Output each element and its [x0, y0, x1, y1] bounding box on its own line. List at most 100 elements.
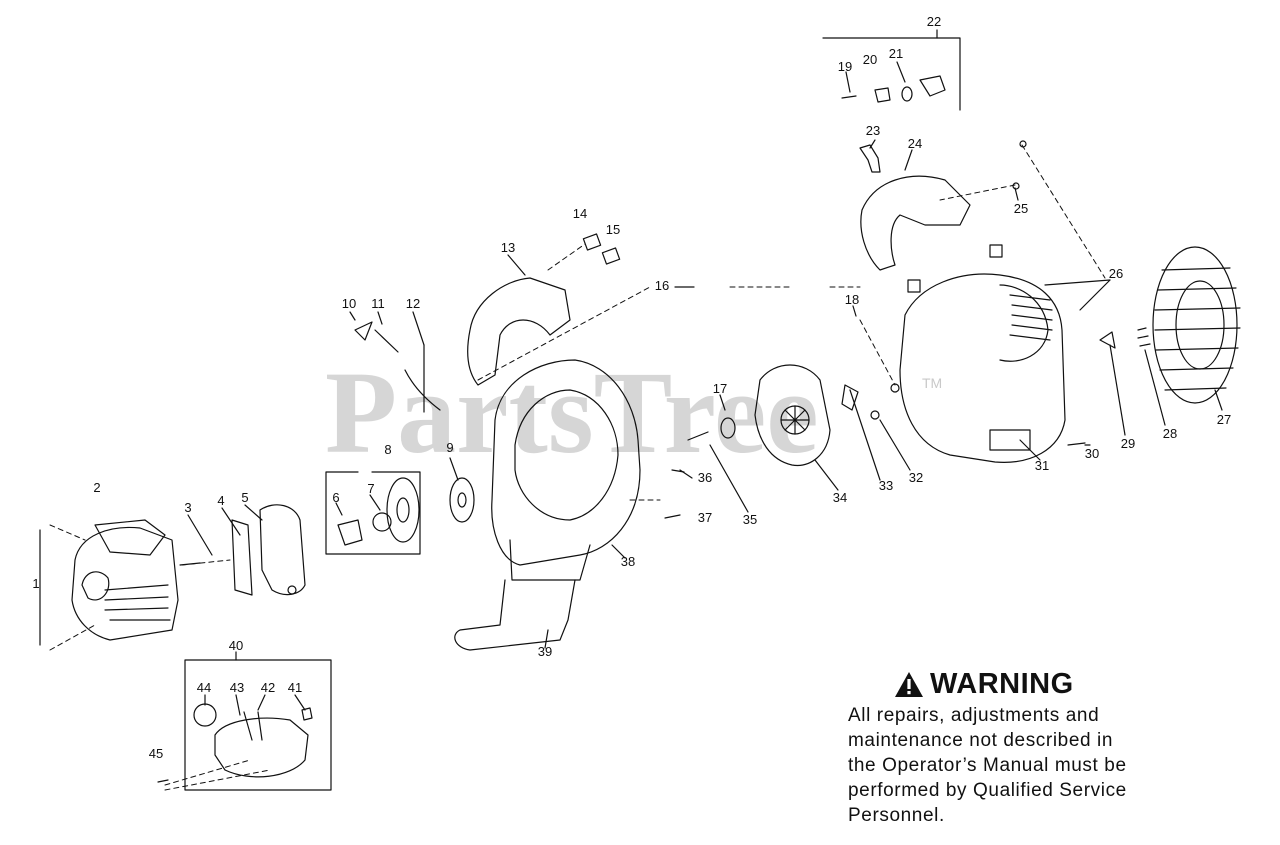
- callout-6: 6: [332, 490, 339, 505]
- throttle-linkage: [354, 321, 441, 411]
- clip-28: [1137, 327, 1151, 347]
- leader-3: [187, 514, 213, 556]
- pin-19: [841, 95, 857, 99]
- callout-37: 37: [698, 510, 712, 525]
- fan-housing-part: [899, 273, 1066, 463]
- washer-18: [890, 383, 900, 393]
- bolt-37: [664, 514, 681, 519]
- warning-line: performed by Qualified Service: [848, 780, 1127, 801]
- guide-line-45b: [164, 769, 271, 791]
- screw-part: [179, 562, 201, 566]
- engine-cover-part: [71, 519, 179, 641]
- callout-39: 39: [538, 644, 552, 659]
- shaft-part: [687, 431, 709, 441]
- leader-7: [369, 494, 381, 511]
- callout-14: 14: [573, 206, 587, 221]
- leader-25: [1014, 187, 1019, 201]
- leader-5: [244, 504, 263, 521]
- leader-19: [845, 71, 851, 93]
- callout-8: 8: [384, 442, 391, 457]
- leader-34: [814, 459, 839, 491]
- screw-25: [1012, 182, 1020, 190]
- grommet-21: [901, 86, 913, 102]
- callout-34: 34: [833, 490, 847, 505]
- screw-26top: [1019, 140, 1027, 148]
- warning-line: maintenance not described in: [848, 730, 1114, 751]
- callout-1: 1: [32, 576, 39, 591]
- screw-30: [1067, 442, 1086, 446]
- guide-line-1a: [49, 524, 86, 541]
- warning-header: WARNING: [894, 668, 1248, 701]
- callout-7: 7: [367, 481, 374, 496]
- callout-18: 18: [845, 292, 859, 307]
- bolt-36: [671, 469, 685, 473]
- latch-22: [919, 75, 946, 97]
- watermark-trademark: TM: [922, 375, 942, 391]
- callout-20: 20: [863, 52, 877, 67]
- leader-10: [349, 311, 356, 321]
- guide-line-26b: [939, 184, 1016, 201]
- group-bracket-22: [822, 37, 961, 111]
- callout-10: 10: [342, 296, 356, 311]
- leader-32: [879, 419, 911, 471]
- callout-26: 26: [1109, 266, 1123, 281]
- fastener-23: [859, 144, 881, 173]
- callout-36: 36: [698, 470, 712, 485]
- group-box-40: [184, 659, 332, 791]
- callout-28: 28: [1163, 426, 1177, 441]
- callout-21: 21: [889, 46, 903, 61]
- guide-line-26a: [1021, 144, 1106, 279]
- callout-5: 5: [241, 490, 248, 505]
- handle-part: [467, 277, 571, 386]
- leader-17: [719, 394, 726, 411]
- warning-notice: WARNING All repairs, adjustments and mai…: [848, 668, 1248, 828]
- air-filter-assembly: [193, 703, 313, 778]
- bolt-26b: [907, 279, 921, 293]
- warning-title: WARNING: [930, 668, 1074, 700]
- warning-line: All repairs, adjustments and: [848, 705, 1100, 726]
- callout-2: 2: [93, 480, 100, 495]
- callout-4: 4: [217, 493, 224, 508]
- callout-19: 19: [838, 59, 852, 74]
- guide-line-18: [859, 319, 896, 386]
- leader-38: [611, 544, 626, 559]
- leader-4: [221, 507, 241, 536]
- flywheel-part: [1152, 246, 1241, 404]
- leader-18: [852, 305, 857, 317]
- spacer-part: [720, 417, 736, 439]
- callout-29: 29: [1121, 436, 1135, 451]
- leader-35: [709, 444, 749, 513]
- screw-45: [157, 779, 169, 783]
- callout-25: 25: [1014, 201, 1028, 216]
- leader-6: [335, 502, 343, 516]
- gasket-part: [231, 519, 253, 596]
- callout-16: 16: [655, 278, 669, 293]
- callout-38: 38: [621, 554, 635, 569]
- clip-29: [1099, 331, 1116, 349]
- callout-23: 23: [866, 123, 880, 138]
- callout-27: 27: [1217, 412, 1231, 427]
- leader-12: [412, 311, 425, 346]
- leader-41: [294, 694, 306, 711]
- leader-28: [1144, 349, 1166, 426]
- guide-line-1b: [49, 624, 96, 651]
- nut-33: [841, 384, 859, 411]
- leader-9: [449, 457, 459, 481]
- leader-43: [235, 694, 241, 716]
- shroud-part: [259, 504, 306, 596]
- callout-9: 9: [446, 440, 453, 455]
- leader-11: [377, 311, 383, 325]
- callout-31: 31: [1035, 458, 1049, 473]
- callout-22: 22: [927, 14, 941, 29]
- leader-13: [507, 254, 526, 276]
- callout-17: 17: [713, 381, 727, 396]
- fastener-14: [582, 233, 602, 251]
- leader-42: [257, 694, 266, 711]
- callout-12: 12: [406, 296, 420, 311]
- watermark-text: PartsTree: [325, 347, 819, 478]
- leader-39: [544, 629, 549, 649]
- bolt-26a: [989, 244, 1003, 258]
